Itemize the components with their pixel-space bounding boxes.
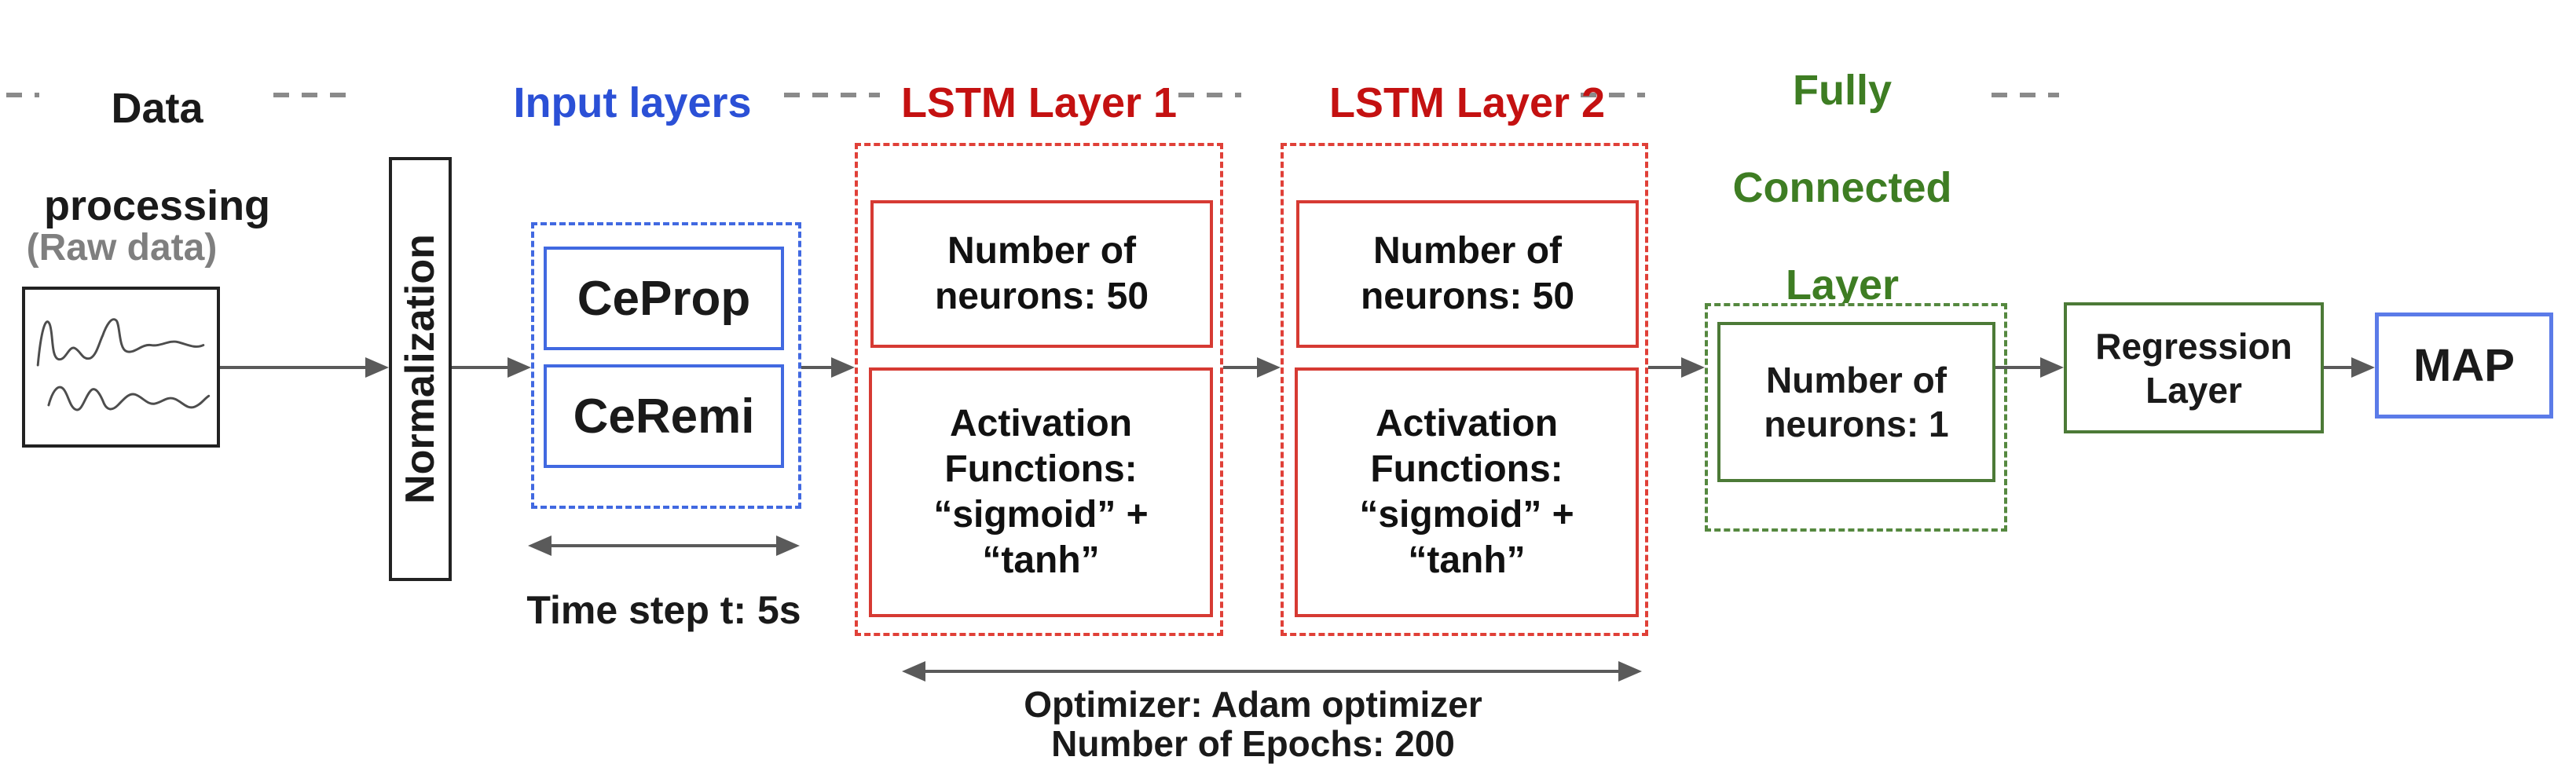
lstm1-neurons-line1: Number of [947, 230, 1136, 272]
raw-data-label: (Raw data) [26, 227, 218, 269]
section-dash-rule [784, 93, 880, 97]
lstm1-act-line1: Activation [949, 403, 1133, 444]
lstm-layer-1-title: LSTM Layer 1 [900, 79, 1178, 126]
normalization-label: Normalization [398, 234, 444, 504]
training-span-arrow-right-head [1618, 661, 1642, 682]
flow-arrow-regression-to-map [2324, 366, 2353, 369]
optimizer-label: Optimizer: Adam optimizer [1024, 684, 1482, 725]
map-box: MAP [2375, 313, 2553, 419]
lstm2-neurons-line2: neurons: 50 [1360, 276, 1575, 317]
flow-arrow-lstm2-to-fc [1648, 366, 1683, 369]
flow-arrow-input-to-lstm1 [801, 366, 833, 369]
lstm1-act-line3: “sigmoid” + [933, 494, 1149, 536]
time-step-arrow-right-head [776, 536, 800, 556]
section-dash-rule [1581, 93, 1645, 97]
lstm2-act-line3: “sigmoid” + [1359, 494, 1574, 536]
lstm-layer-2-title: LSTM Layer 2 [1328, 79, 1606, 126]
fully-connected-title-line2: Connected [1732, 164, 1952, 211]
lstm1-neurons-line2: neurons: 50 [934, 276, 1149, 317]
flow-arrowhead [1681, 357, 1705, 378]
data-processing-title: Data processing [8, 35, 306, 230]
lstm1-act-line2: Functions: [944, 448, 1138, 490]
map-label: MAP [2413, 340, 2515, 391]
lstm1-neurons-box: Number of neurons: 50 [870, 200, 1213, 348]
flow-arrowhead [2351, 357, 2375, 378]
ceprop-box: CeProp [544, 247, 784, 350]
lstm2-neurons-box: Number of neurons: 50 [1296, 200, 1639, 348]
flow-arrowhead [508, 357, 531, 378]
lstm2-act-line2: Functions: [1370, 448, 1563, 490]
ceremi-box: CeRemi [544, 364, 784, 468]
normalization-box: Normalization [389, 157, 452, 581]
raw-data-signal-icon [36, 318, 211, 411]
section-dash-rule [6, 93, 39, 97]
regression-line1: Regression [2095, 325, 2292, 367]
flow-arrow-norm-to-input [452, 366, 509, 369]
flow-arrowhead [2040, 357, 2064, 378]
fully-connected-title: Fully Connected Layer [1697, 17, 1988, 309]
ceremi-label: CeRemi [573, 389, 755, 444]
epochs-label: Number of Epochs: 200 [1051, 723, 1455, 764]
training-span-arrow-left-head [902, 661, 925, 682]
time-step-label: Time step t: 5s [526, 588, 801, 632]
flow-arrow-raw-to-norm [220, 366, 367, 369]
data-processing-title-line1: Data [111, 85, 203, 132]
data-processing-title-line2: processing [43, 182, 271, 229]
section-dash-rule [1178, 93, 1241, 97]
fully-connected-title-line3: Layer [1785, 261, 1900, 309]
fc-neurons-line2: neurons: 1 [1764, 404, 1949, 444]
lstm1-act-line4: “tanh” [982, 539, 1100, 581]
lstm2-act-line4: “tanh” [1408, 539, 1526, 581]
lstm1-activation-box: Activation Functions: “sigmoid” + “tanh” [869, 367, 1213, 617]
ceprop-label: CeProp [577, 271, 751, 326]
lstm2-activation-box: Activation Functions: “sigmoid” + “tanh” [1295, 367, 1639, 617]
input-layers-title: Input layers [513, 79, 752, 126]
regression-box: Regression Layer [2064, 302, 2324, 433]
time-step-arrow-left-head [528, 536, 551, 556]
flow-arrowhead [831, 357, 855, 378]
training-span-arrow [924, 670, 1620, 673]
fc-neurons-line1: Number of [1766, 360, 1947, 400]
flow-arrow-lstm1-to-lstm2 [1223, 366, 1259, 369]
lstm2-act-line1: Activation [1375, 403, 1559, 444]
section-dash-rule [1992, 93, 2059, 97]
section-dash-rule [273, 93, 354, 97]
time-step-arrow [550, 544, 778, 547]
flow-arrow-fc-to-regression [1995, 366, 2042, 369]
fully-connected-title-line1: Fully [1792, 67, 1892, 114]
flow-arrowhead [365, 357, 389, 378]
fc-neurons-box: Number of neurons: 1 [1717, 322, 1995, 482]
lstm2-neurons-line1: Number of [1373, 230, 1562, 272]
raw-data-box [22, 287, 220, 448]
regression-line2: Layer [2145, 369, 2242, 411]
flow-arrowhead [1257, 357, 1281, 378]
